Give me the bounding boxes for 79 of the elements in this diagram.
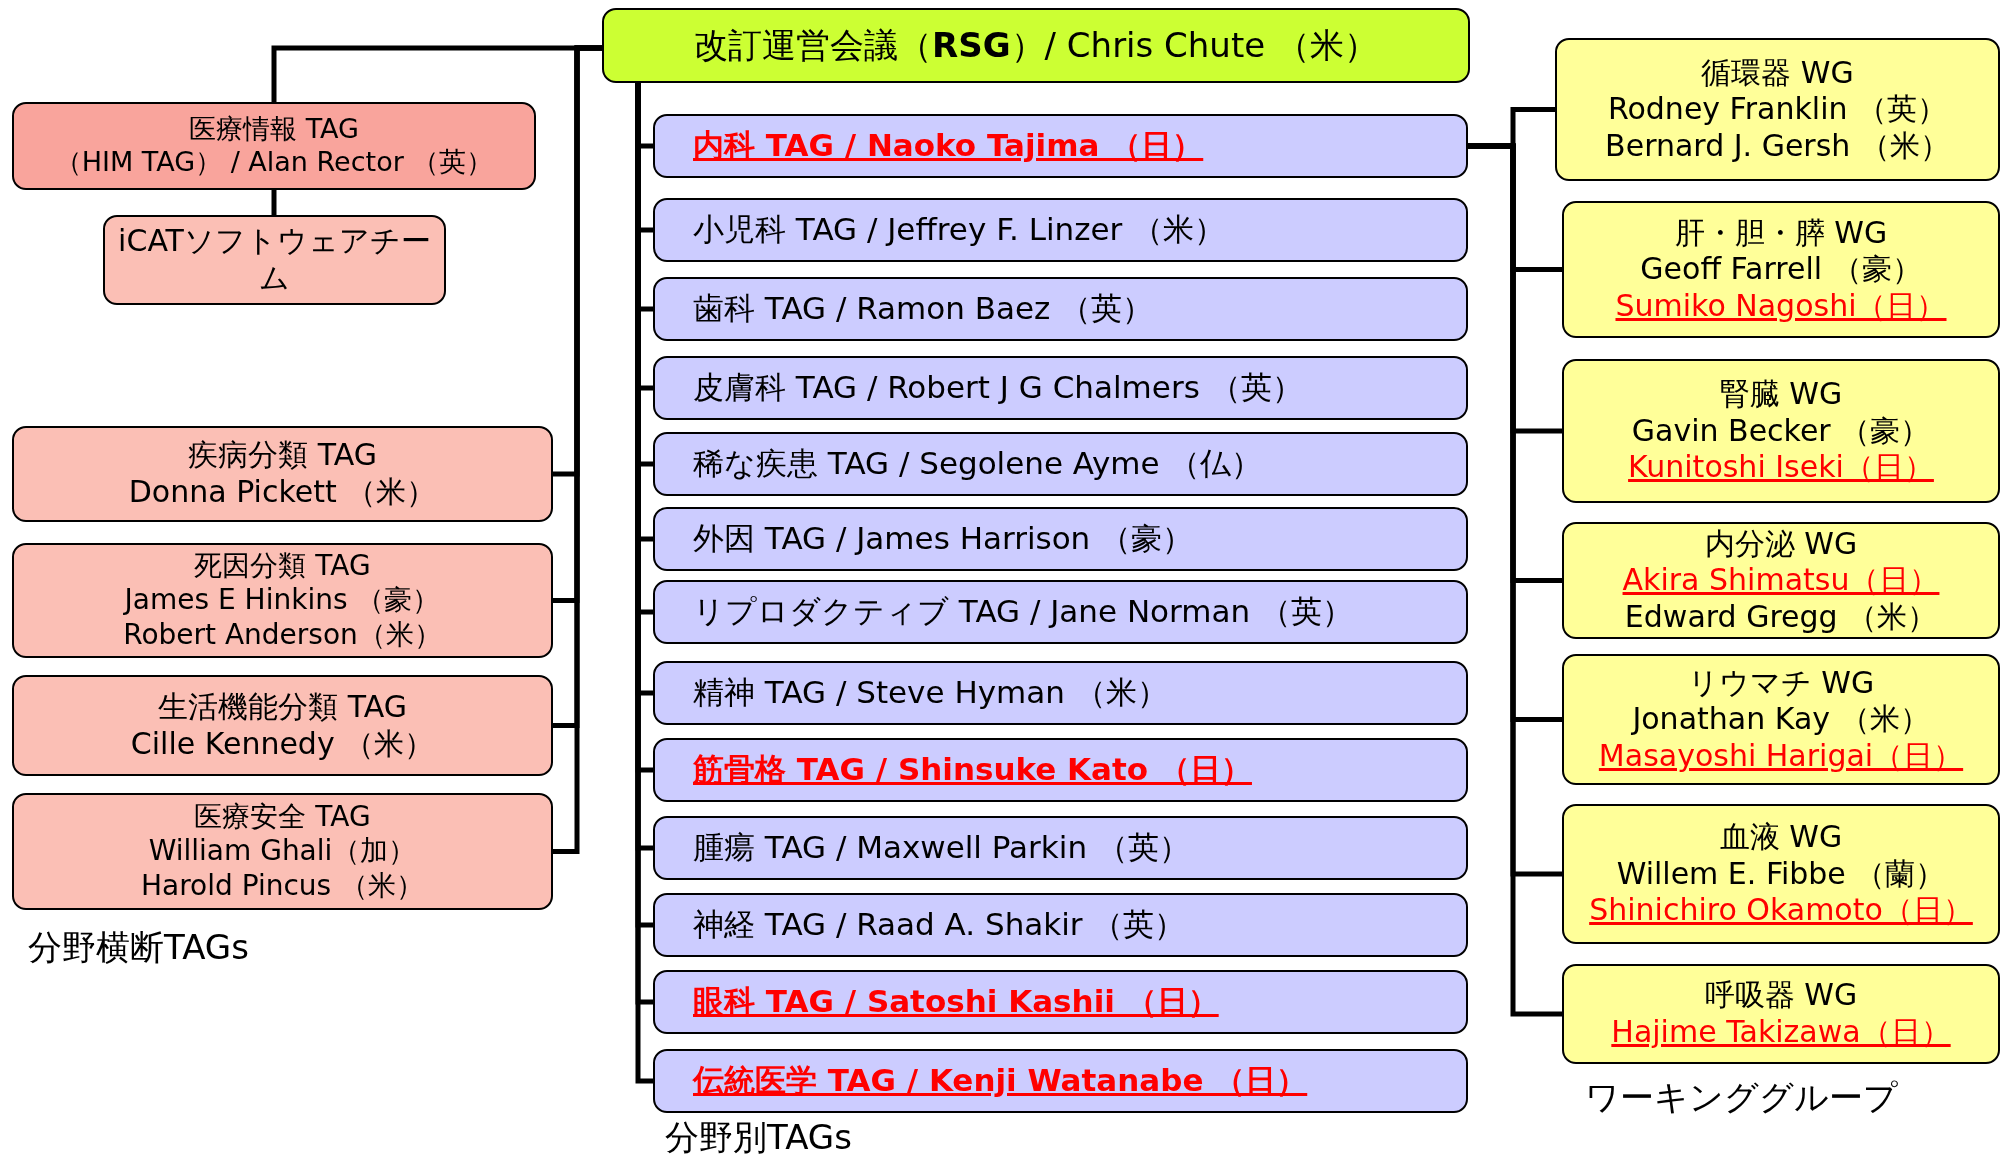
committee-box (602, 8, 1470, 83)
connector-line (553, 45, 602, 854)
box-label: 眼科 TAG / Satoshi Kashii （日） (693, 983, 1219, 1021)
tag-box (12, 102, 536, 190)
working-group-box (1562, 804, 2000, 944)
group-caption: ワーキンググループ (1585, 1076, 1898, 1119)
tag-box (653, 1049, 1468, 1113)
box-label: 医療情報 TAG (189, 113, 359, 146)
working-group-box (1562, 522, 2000, 639)
box-label: Masayoshi Harigai（日） (1598, 737, 1964, 775)
group-caption: 分野横断TAGs (28, 926, 249, 969)
box-label: Cille Kennedy （米） (130, 725, 435, 763)
working-group-box (1562, 359, 2000, 503)
box-label: Hajime Takizawa（日） (1611, 1014, 1951, 1051)
box-label: Kunitoshi Iseki（日） (1628, 449, 1934, 486)
box-label: 腎臓 WG (1719, 376, 1843, 413)
working-group-box (1562, 201, 2000, 338)
tag-box (653, 738, 1468, 802)
box-label: 循環器 WG (1701, 54, 1854, 92)
tag-box (12, 675, 553, 776)
tag-box (653, 580, 1468, 644)
tag-box (653, 432, 1468, 496)
box-label: Shinichiro Okamoto（日） (1589, 892, 1973, 929)
box-label: Akira Shimatsu（日） (1622, 562, 1940, 599)
box-label: Edward Gregg （米） (1624, 598, 1938, 636)
box-label: 内科 TAG / Naoko Tajima （日） (693, 127, 1204, 165)
box-label: 腫瘍 TAG / Maxwell Parkin （英） (693, 829, 1190, 867)
working-group-box (1562, 654, 2000, 785)
box-label: 皮膚科 TAG / Robert J G Chalmers （英） (693, 369, 1303, 407)
box-label: 改訂運営会議（RSG）/ Chris Chute （米） (694, 24, 1378, 67)
box-label: 伝統医学 TAG / Kenji Watanabe （日） (693, 1062, 1308, 1100)
box-label: Gavin Becker （豪） (1631, 412, 1931, 450)
box-label: James E Hinkins （豪） (124, 583, 441, 618)
tag-box (653, 198, 1468, 262)
box-label: Donna Pickett （米） (128, 474, 437, 511)
box-label: 精神 TAG / Steve Hyman （米） (693, 674, 1168, 712)
box-label: William Ghali（加） (148, 834, 417, 869)
box-label: 歯科 TAG / Ramon Baez （英） (693, 290, 1154, 328)
box-label: リウマチ WG (1687, 664, 1875, 702)
box-label: 稀な疾患 TAG / Segolene Ayme （仏） (693, 445, 1263, 483)
tag-box (653, 507, 1468, 571)
box-label: 医療安全 TAG (194, 800, 371, 835)
box-label: 呼吸器 WG (1704, 977, 1858, 1014)
box-label: 神経 TAG / Raad A. Shakir （英） (693, 906, 1186, 944)
box-label: 肝・胆・膵 WG (1674, 214, 1888, 252)
box-label: iCATソフトウェアチーム (117, 223, 432, 297)
box-label: リプロダクティブ TAG / Jane Norman （英） (693, 593, 1353, 631)
tag-box (653, 970, 1468, 1034)
working-group-box (1555, 38, 2000, 181)
box-label: Sumiko Nagoshi（日） (1615, 287, 1947, 325)
tag-box (653, 661, 1468, 725)
box-label: 生活機能分類 TAG (158, 688, 407, 726)
tag-box (653, 277, 1468, 341)
box-label: Jonathan Kay （米） (1632, 701, 1930, 738)
group-caption: 分野別TAGs (665, 1116, 852, 1159)
box-label: 外因 TAG / James Harrison （豪） (693, 520, 1194, 558)
box-label: Rodney Franklin （英） (1607, 91, 1948, 128)
box-label: 血液 WG (1719, 819, 1843, 856)
tag-box (653, 114, 1468, 178)
box-label: Robert Anderson（米） (123, 617, 442, 652)
connector-line (271, 190, 277, 215)
box-label: Geoff Farrell （豪） (1640, 251, 1922, 288)
working-group-box (1562, 964, 2000, 1064)
box-label: Bernard J. Gersh （米） (1605, 127, 1950, 165)
box-label: Harold Pincus （米） (140, 868, 425, 903)
tag-box (653, 816, 1468, 880)
box-label: 死因分類 TAG (194, 549, 371, 584)
box-label: Willem E. Fibbe （蘭） (1616, 855, 1946, 893)
box-label: 筋骨格 TAG / Shinsuke Kato （日） (693, 751, 1252, 789)
tag-box (12, 543, 553, 658)
tag-box (12, 426, 553, 522)
box-label: 疾病分類 TAG (188, 437, 377, 474)
box-label: 小児科 TAG / Jeffrey F. Linzer （米） (693, 211, 1226, 249)
tag-box (653, 893, 1468, 957)
team-box (103, 215, 446, 305)
tag-box (653, 356, 1468, 420)
box-label: （HIM TAG） / Alan Rector （英） (54, 146, 494, 179)
tag-box (12, 793, 553, 910)
box-label: 内分泌 WG (1704, 525, 1858, 563)
